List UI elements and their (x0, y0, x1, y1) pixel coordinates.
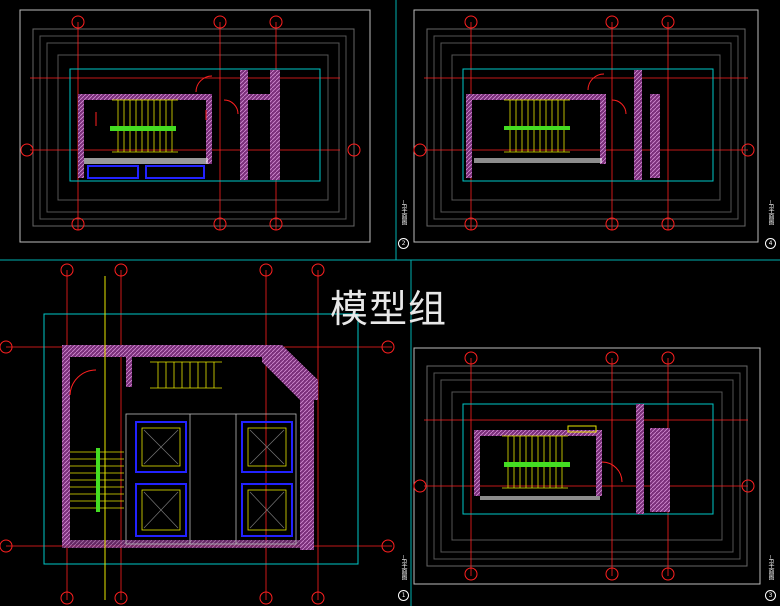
sheet-label-bottom-right: —F平面图 (767, 555, 774, 581)
floor-plan-bottom-left (0, 263, 395, 605)
floor-plan-bottom-right (413, 347, 761, 585)
floor-plan-top-left (19, 9, 371, 243)
sheet-label-top-right: —F平面图 (767, 200, 774, 226)
sheet-label-bottom-left: —F平面图 (400, 555, 407, 581)
sheet-number-bottom-left: 1 (398, 590, 409, 601)
sheet-label-top-left: —F平面图 (400, 200, 407, 226)
sheet-number-top-right: 4 (765, 238, 776, 249)
sheet-number-bottom-right: 3 (765, 590, 776, 601)
sheet-number-top-left: 2 (398, 238, 409, 249)
floor-plan-top-right (413, 9, 759, 243)
